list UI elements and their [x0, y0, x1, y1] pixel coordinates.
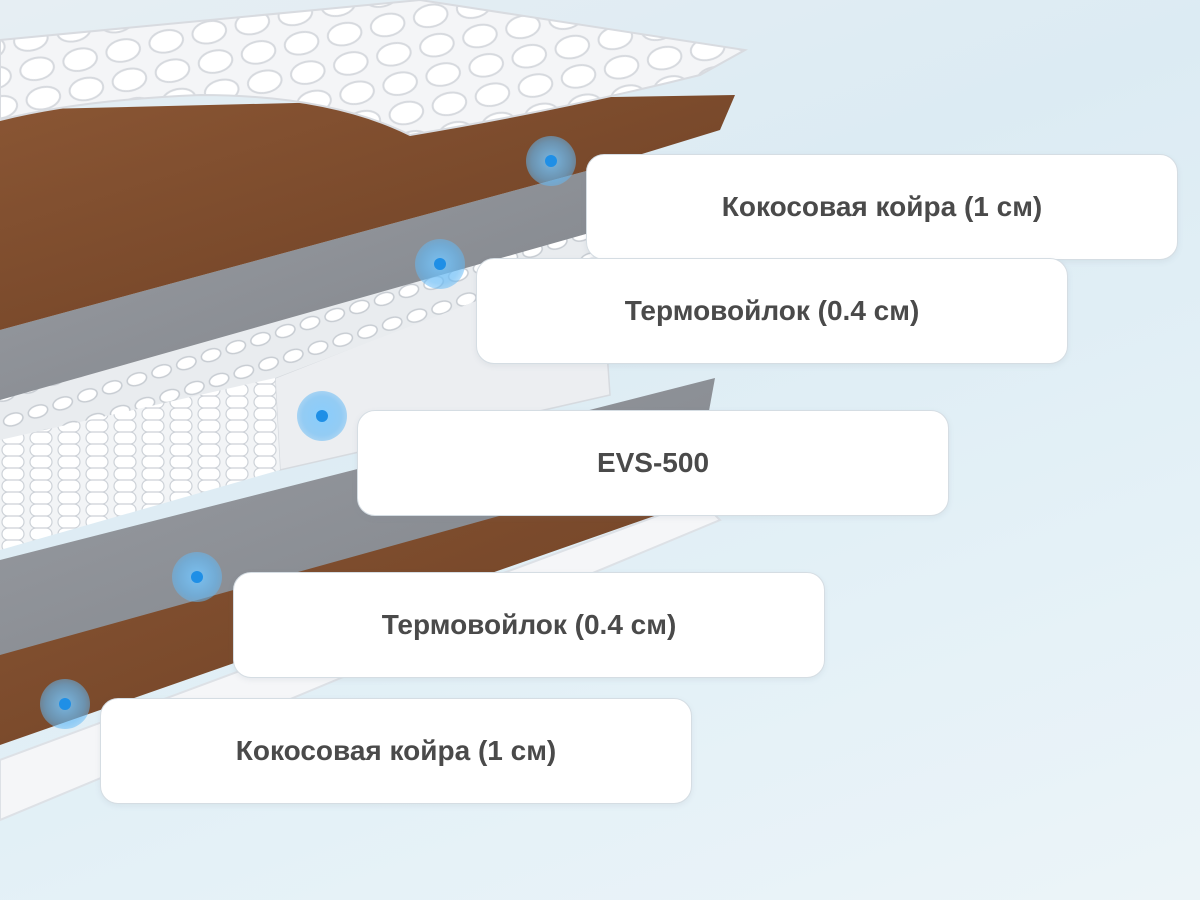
layer-marker-5[interactable]: [40, 679, 90, 729]
layer-callout-1[interactable]: Кокосовая койра (1 см): [586, 154, 1178, 260]
layer-marker-4[interactable]: [172, 552, 222, 602]
top-felt-layer: [0, 170, 600, 400]
layer-callout-4[interactable]: Термовойлок (0.4 см): [233, 572, 825, 678]
layer-callout-3[interactable]: EVS-500: [357, 410, 949, 516]
layer-label: Кокосовая койра (1 см): [235, 735, 557, 766]
layer-label: Термовойлок (0.4 см): [624, 295, 920, 326]
spring-block-side: [0, 378, 280, 550]
layer-label: EVS-500: [596, 447, 710, 478]
marker-dot: [191, 571, 203, 583]
spring-block-top: [0, 230, 610, 450]
layer-label: Термовойлок (0.4 см): [381, 609, 677, 640]
layer-callout-5[interactable]: Кокосовая койра (1 см): [100, 698, 692, 804]
quilted-top-cover: [0, 0, 749, 137]
marker-dot: [59, 698, 71, 710]
layer-marker-1[interactable]: [526, 136, 576, 186]
marker-dot: [545, 155, 557, 167]
layer-marker-3[interactable]: [297, 391, 347, 441]
marker-dot: [316, 410, 328, 422]
layer-label: Кокосовая койра (1 см): [721, 191, 1043, 222]
marker-dot: [434, 258, 446, 270]
layer-callout-2[interactable]: Термовойлок (0.4 см): [476, 258, 1068, 364]
layer-marker-2[interactable]: [415, 239, 465, 289]
